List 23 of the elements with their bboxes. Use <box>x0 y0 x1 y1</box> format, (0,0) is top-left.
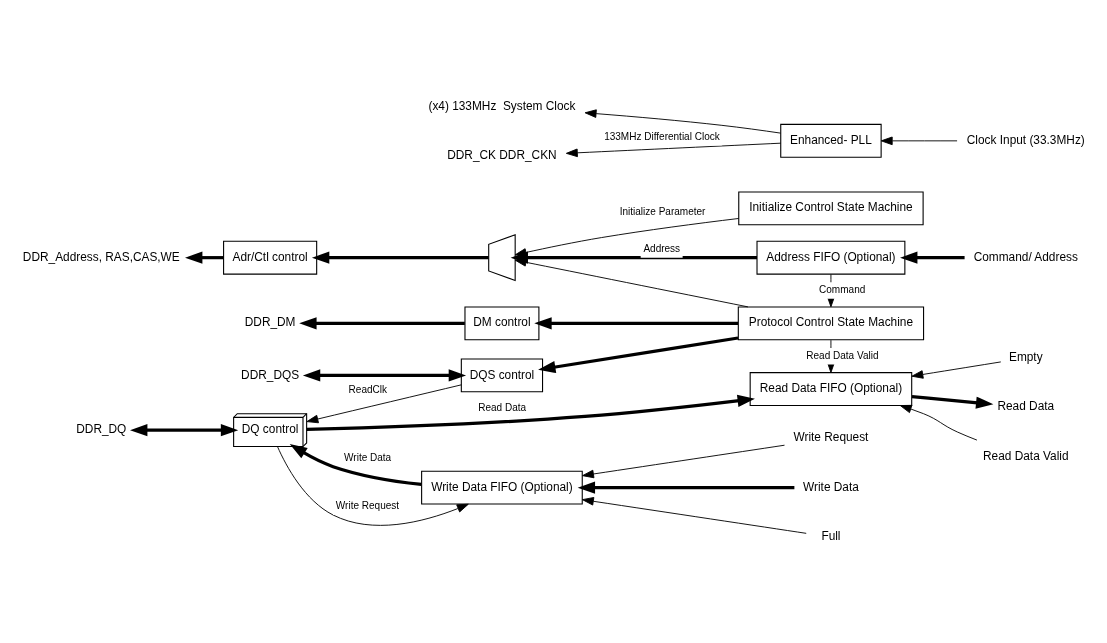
node-text: Full <box>821 528 841 543</box>
node-text: Write Data <box>803 479 859 494</box>
edge-label: ReadClk <box>348 383 388 395</box>
edge-label: Initialize Parameter <box>619 205 706 217</box>
node-text: DDR_CK DDR_CKN <box>447 147 557 162</box>
node-text: Command/ Address <box>973 249 1078 264</box>
edge-label: Address <box>643 242 681 254</box>
edge-label: 133MHz Differential Clock <box>604 130 720 142</box>
node-text: DDR_DQ <box>76 421 127 436</box>
node-text: Empty <box>1008 349 1043 364</box>
node-text: Read Data Valid <box>983 448 1069 463</box>
edge-label: Write Data <box>344 451 392 463</box>
node-text: (x4) 133MHz System Clock <box>428 98 576 113</box>
edge-label: Command <box>819 283 866 295</box>
node-text: Read Data <box>997 398 1055 413</box>
node-text: DDR_DM <box>244 314 296 329</box>
edge-label: Read Data <box>478 401 527 413</box>
node-text: DDR_DQS <box>241 366 300 381</box>
node-text: Clock Input (33.3MHz) <box>966 132 1085 147</box>
edge-label: Read Data Valid <box>806 349 879 361</box>
node-text: Write Request <box>793 429 869 444</box>
edge-label: Write Request <box>335 499 400 511</box>
node-text: DDR_Address, RAS,CAS,WE <box>22 249 180 264</box>
